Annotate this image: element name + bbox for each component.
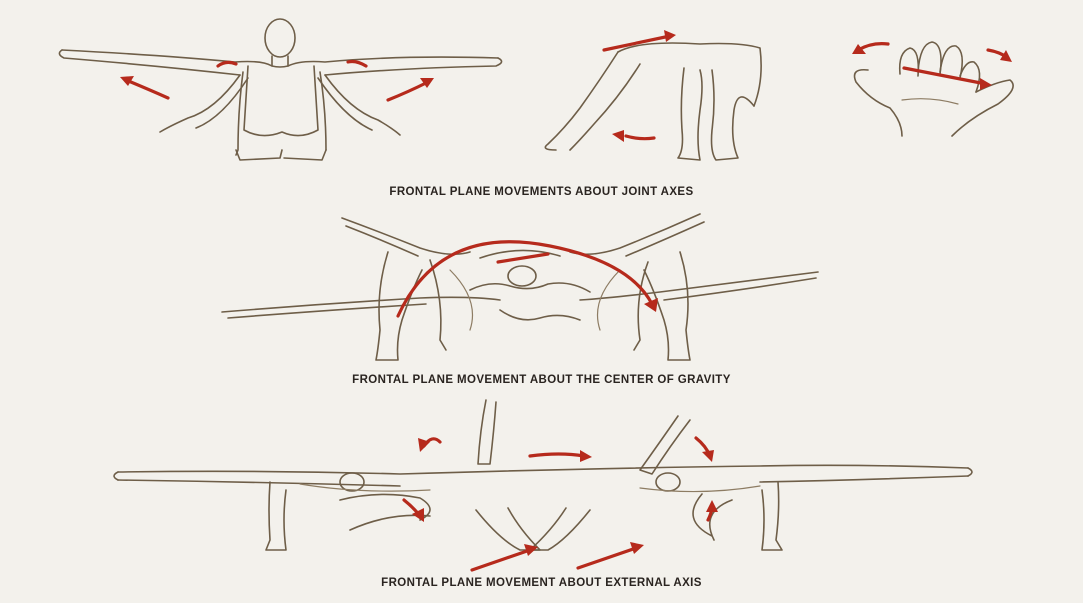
external-axis-illustration xyxy=(0,390,1083,575)
side-balance-figures xyxy=(114,400,972,550)
hip-abduction-arrows xyxy=(604,30,676,142)
caption-center-of-gravity: FRONTAL PLANE MOVEMENT ABOUT THE CENTER … xyxy=(0,374,1083,386)
external-axis-arrows xyxy=(404,438,718,570)
center-of-gravity-illustration xyxy=(0,200,1083,370)
abduction-figure xyxy=(59,19,501,160)
finger-abduction-hand xyxy=(855,42,1014,136)
finger-abduction-arrows xyxy=(852,44,1012,90)
cartwheel-figures xyxy=(222,214,818,360)
hip-abduction-figure xyxy=(545,43,761,160)
joint-axes-illustration xyxy=(0,0,1083,180)
caption-external-axis: FRONTAL PLANE MOVEMENT ABOUT EXTERNAL AX… xyxy=(0,577,1083,589)
caption-joint-axes: FRONTAL PLANE MOVEMENTS ABOUT JOINT AXES xyxy=(0,186,1083,198)
